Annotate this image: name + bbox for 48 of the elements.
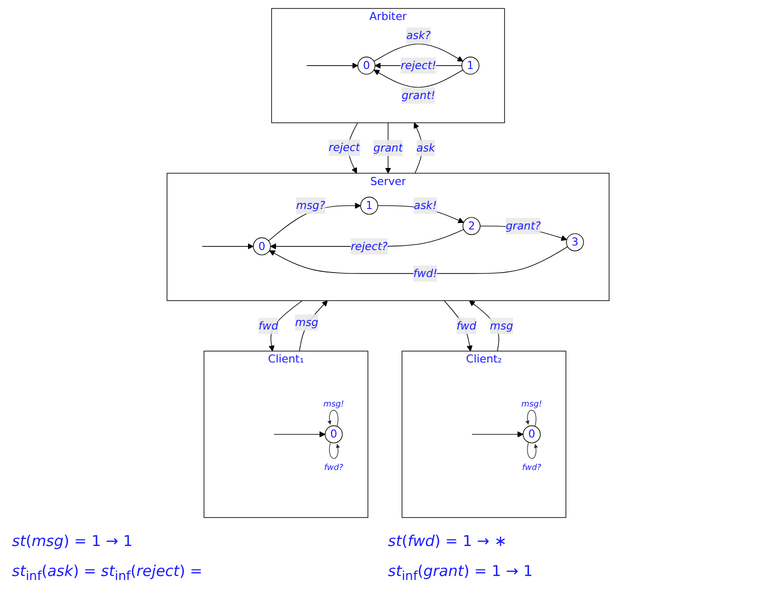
arrow [377,204,464,223]
node-circle: 2 [462,216,480,234]
edge-label: fwd! [413,266,438,280]
arrow [468,300,500,351]
formula-text: st$_{inf}$(ask) = st$_{inf}$(reject) = [12,562,204,584]
edge-label: msg! [521,398,542,408]
edge-label: reject! [400,58,436,72]
edge-label: msg [490,318,514,332]
edge-label: fwd [258,318,278,332]
node-circle: 1 [461,56,480,74]
edge-label: msg? [296,198,326,212]
edge-label: ask! [414,198,437,212]
node-circle: 1 [360,196,378,214]
edge-label: msg! [323,398,344,408]
edge-label: fwd? [522,462,542,472]
arrow [202,242,254,249]
node-circle: 0 [357,56,376,74]
arrow [444,300,472,351]
edge-label: ask? [406,28,431,42]
arrow [269,246,568,274]
edge-label: ask [416,140,435,154]
edge-label: msg [294,315,318,328]
node-circle: 3 [566,232,584,251]
edge-label: reject [328,140,360,154]
arrow [374,69,464,88]
edge-label: grant! [402,88,436,102]
edge-label: grant? [506,218,541,232]
self-loop-arrow [329,442,340,458]
formula-text: st(fwd) = 1 → ∗ [388,532,508,552]
formula-text: st$_{inf}$(grant) = 1 → 1 [388,562,534,584]
node-circle: 0 [324,424,343,443]
arrow [472,430,524,437]
arrow [373,43,464,62]
arrow [299,300,328,351]
edge-label: reject? [350,239,388,252]
self-loop-arrow [527,442,538,458]
edge-label: fwd [456,318,476,332]
arrow [274,430,326,437]
arrow [268,300,303,351]
node-circle: 0 [522,424,541,443]
self-loop-arrow [328,409,338,426]
edge-label: grant [373,140,403,154]
arrow [414,122,422,174]
edge-label: fwd? [324,462,344,472]
arrow [306,62,358,68]
node-circle: 0 [252,236,271,255]
formula-text: st(msg) = 1 → 1 [12,532,134,552]
self-loop-arrow [526,409,536,426]
